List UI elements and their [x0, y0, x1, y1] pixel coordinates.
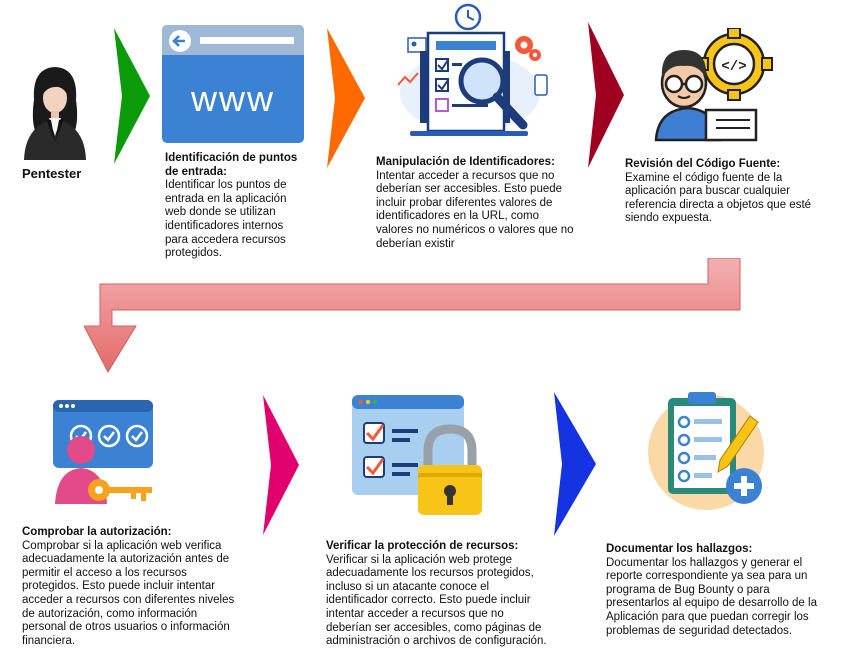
developer-code-icon: </> — [654, 27, 774, 147]
step-3-text: Revisión del Código Fuente: Examine el c… — [625, 158, 825, 226]
step-2-text: Manipulación de Identificadores: Intenta… — [376, 156, 576, 251]
user-key-icon — [53, 400, 157, 513]
flow-arrow-3 — [586, 22, 626, 173]
pentester-label: Pentester — [22, 166, 82, 181]
step-6-body: Documentar los hallazgos y generar el re… — [606, 556, 817, 637]
www-browser-icon: www — [162, 25, 304, 148]
step-4-body: Comprobar si la aplicación web verifica … — [22, 539, 235, 647]
svg-text:</>: </> — [721, 59, 746, 75]
step-4-text: Comprobar la autorización: Comprobar si … — [22, 526, 242, 648]
pentester-avatar — [20, 60, 90, 160]
step-2-title: Manipulación de Identificadores: — [376, 156, 555, 168]
document-magnifier-icon — [390, 3, 550, 148]
step-1-title: Identificación de puntos de entrada: — [165, 152, 298, 178]
step-1-body: Identificar los puntos de entrada en la … — [165, 179, 287, 260]
flow-arrow-1 — [112, 28, 152, 169]
step-5-text: Verificar la protección de recursos: Ver… — [326, 540, 548, 649]
step-6-title: Documentar los hallazgos: — [606, 543, 753, 555]
flow-arrow-2 — [325, 28, 367, 173]
step-5-body: Verificar si la aplicación web protege a… — [326, 553, 547, 648]
step-3-body: Examine el código fuente de la aplicació… — [625, 171, 812, 225]
step-5-title: Verificar la protección de recursos: — [326, 540, 519, 552]
step-3-title: Revisión del Código Fuente: — [625, 158, 781, 170]
www-label: www — [190, 78, 275, 119]
step-2-body: Intentar acceder a recursos que no deber… — [376, 169, 574, 250]
step-6-text: Documentar los hallazgos: Documentar los… — [606, 543, 828, 638]
step-4-title: Comprobar la autorización: — [22, 526, 172, 538]
step-1-text: Identificación de puntos de entrada: Ide… — [165, 152, 305, 261]
checklist-lock-icon — [352, 395, 486, 522]
flow-arrow-4 — [261, 395, 301, 540]
flow-arrow-return — [83, 257, 744, 379]
clipboard-report-icon — [646, 388, 770, 523]
flow-arrow-5 — [552, 392, 598, 541]
